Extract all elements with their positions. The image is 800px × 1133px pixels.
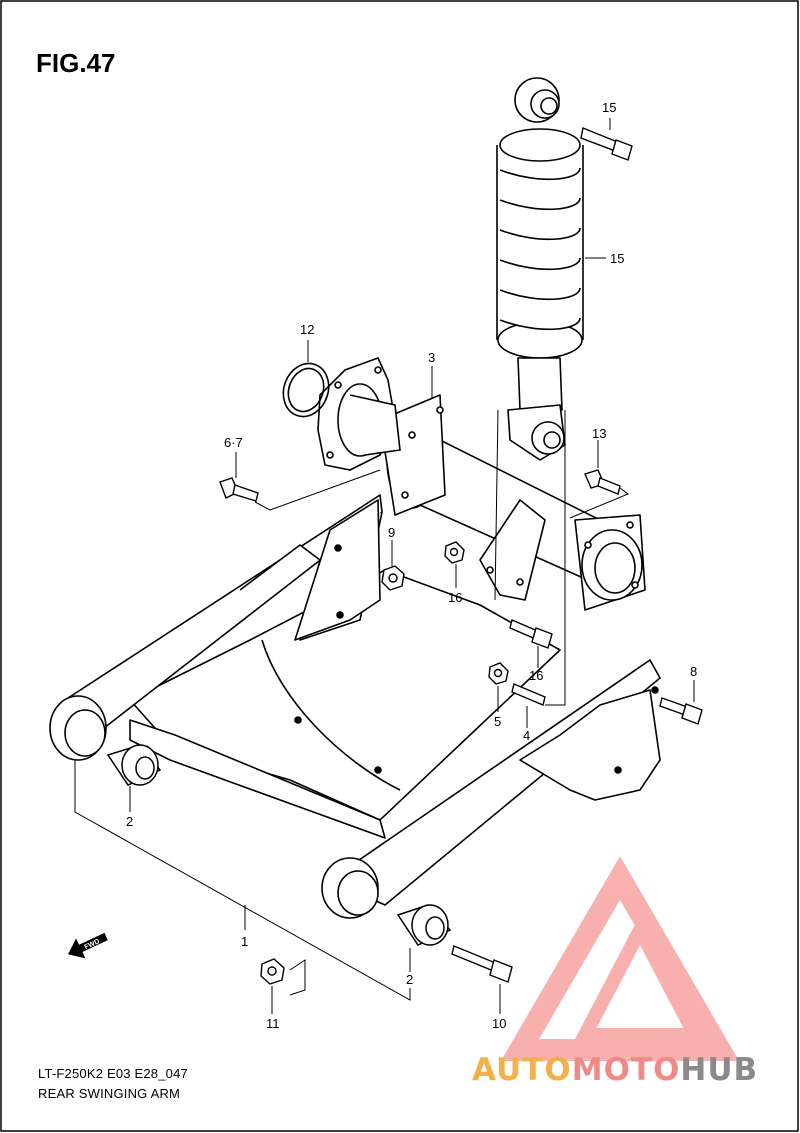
o-ring: [282, 362, 330, 418]
callout-11: 11: [266, 1016, 280, 1031]
nut-5: [488, 662, 509, 685]
callout-9: 9: [388, 525, 395, 540]
callout-10: 10: [492, 1016, 506, 1031]
callout-16: 16: [448, 590, 462, 605]
bolt-6-7: [219, 477, 259, 502]
bolt-10: [451, 945, 513, 983]
bolt-15-top: [580, 127, 633, 161]
nut-16: [444, 541, 465, 564]
callout-4: 4: [523, 728, 530, 743]
swing-arm: [49, 494, 661, 919]
shock-absorber: [496, 77, 584, 461]
fwd-label: FWD: [84, 938, 101, 951]
bolt-15-lower: [509, 619, 553, 649]
callout-3: 3: [428, 350, 435, 365]
watermark-brand-moto: MOTO: [571, 1052, 681, 1088]
bushing-right: [396, 904, 452, 946]
watermark-brand-hub: HUB: [680, 1052, 759, 1088]
callout-13: 13: [592, 426, 606, 441]
callout-6-7: 6·7: [224, 435, 243, 450]
figure-code: LT-F250K2 E03 E28_047: [38, 1066, 188, 1081]
callout-15-lower: 16: [529, 668, 543, 683]
callout-1: 1: [241, 934, 248, 949]
watermark-brand-auto: AUTO: [472, 1052, 572, 1088]
leader-lines: [74, 118, 695, 1014]
figure-title: FIG.47: [36, 48, 116, 78]
callout-12: 12: [300, 322, 314, 337]
bolt-4: [511, 683, 546, 706]
fwd-arrow-icon: FWD: [68, 932, 108, 959]
nut-9: [381, 565, 405, 591]
callouts: 15 15 12 3 6·7 13 9 16 16 8 5 4 2 1 2 10…: [126, 100, 697, 1031]
hub-flange: [317, 356, 401, 471]
watermark-brand: AUTOMOTOHUB: [472, 1052, 758, 1088]
callout-2-left: 2: [126, 814, 133, 829]
callout-2-right: 2: [406, 972, 413, 987]
callout-14: 15: [610, 251, 624, 266]
bolt-8: [659, 697, 703, 725]
figure-caption: REAR SWINGING ARM: [38, 1086, 181, 1101]
bolt-13: [584, 469, 621, 495]
callout-8: 8: [690, 664, 697, 679]
bushing-left: [106, 744, 162, 786]
watermark-logo: [500, 856, 740, 1061]
callout-15-top: 15: [602, 100, 616, 115]
nut-11: [260, 958, 285, 985]
callout-5: 5: [494, 714, 501, 729]
